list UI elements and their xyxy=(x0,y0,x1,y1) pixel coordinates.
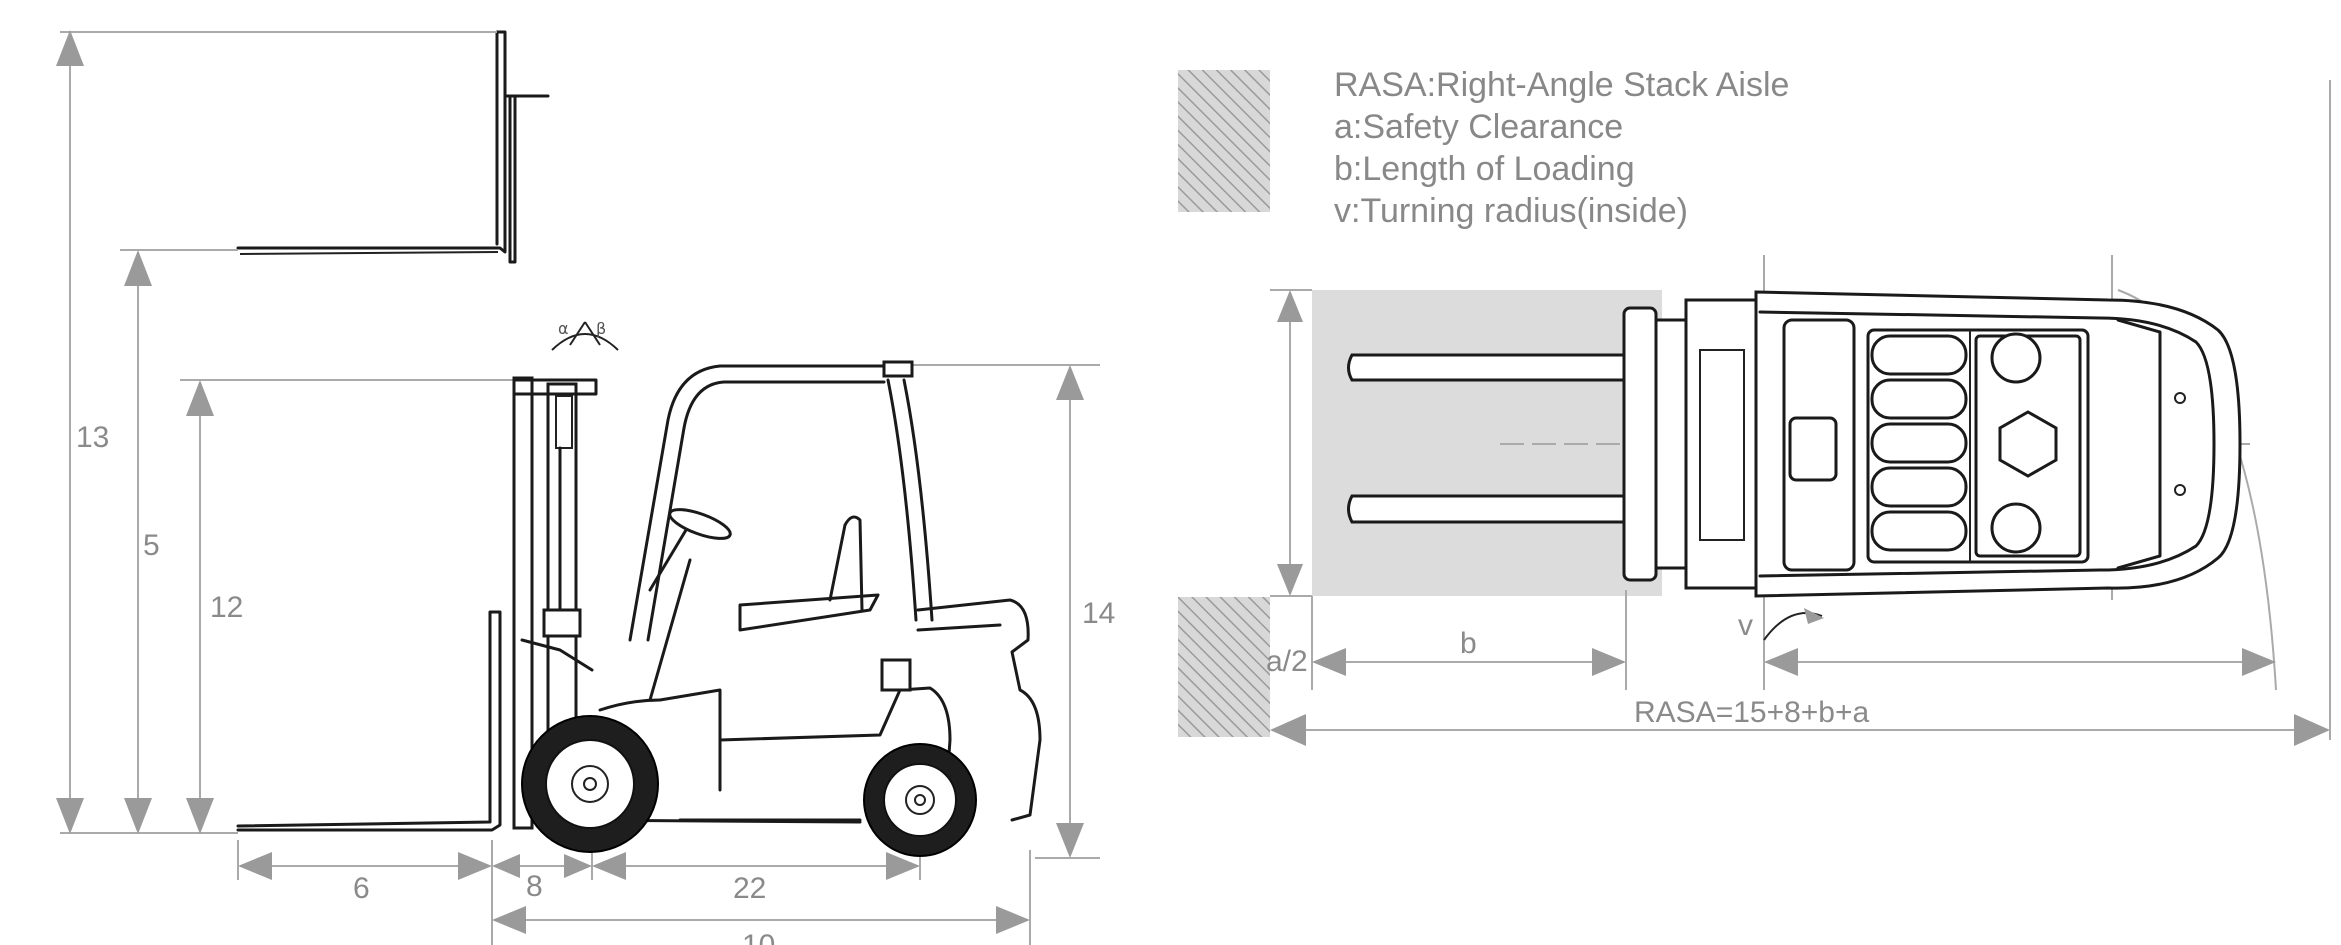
dim-label-12: 12 xyxy=(210,591,243,624)
dimension-8: 8 xyxy=(492,854,592,903)
tilt-beta-symbol: β xyxy=(596,319,606,338)
dim-label-14: 14 xyxy=(1082,597,1115,630)
dim-label-8: 8 xyxy=(526,870,543,903)
wall-block xyxy=(1178,597,1270,737)
legend-item-a: a:Safety Clearance xyxy=(1334,108,1623,146)
load-width-dimension xyxy=(1277,290,1303,596)
dimension-12: 12 xyxy=(186,380,243,834)
label-v: v xyxy=(1738,609,1753,642)
label-a-half: a/2 xyxy=(1266,645,1308,678)
forklift-side-illustration xyxy=(236,360,1042,857)
label-b: b xyxy=(1460,627,1477,660)
dimension-rasa: RASA=15+8+b+a xyxy=(1270,696,2330,746)
dimension-22: 22 xyxy=(592,852,920,905)
dimension-13: 13 xyxy=(56,30,109,834)
legend-item-v: v:Turning radius(inside) xyxy=(1334,192,1688,230)
tilt-angle-symbol: α β xyxy=(551,319,619,351)
dim-label-5: 5 xyxy=(143,529,160,562)
legend-item-b: b:Length of Loading xyxy=(1334,150,1635,188)
dimension-14: 14 xyxy=(1056,365,1115,858)
forklift-top-illustration xyxy=(1347,290,2242,598)
top-view: RASA:Right-Angle Stack Aisle a:Safety Cl… xyxy=(1178,66,2331,746)
dimension-10: 10 xyxy=(492,906,1030,945)
dimension-6: 6 xyxy=(238,852,492,905)
extension-lines xyxy=(60,31,1100,945)
hatch-swatch xyxy=(1178,70,1270,212)
legend: RASA:Right-Angle Stack Aisle a:Safety Cl… xyxy=(1178,66,1789,230)
dim-label-22: 22 xyxy=(733,872,766,905)
dim-label-10: 10 xyxy=(742,929,775,945)
dim-label-6: 6 xyxy=(353,872,370,905)
dim-label-13: 13 xyxy=(76,421,109,454)
dimension-b: b xyxy=(1312,627,1626,676)
label-rasa-formula: RASA=15+8+b+a xyxy=(1634,696,1870,729)
tilt-alpha-symbol: α xyxy=(558,319,569,338)
legend-item-rasa: RASA:Right-Angle Stack Aisle xyxy=(1334,66,1789,104)
raised-fork xyxy=(236,30,550,264)
side-view: 13 5 12 14 6 xyxy=(56,30,1115,945)
turning-radius-v: v xyxy=(1738,608,2276,676)
dimension-5: 5 xyxy=(124,250,160,834)
